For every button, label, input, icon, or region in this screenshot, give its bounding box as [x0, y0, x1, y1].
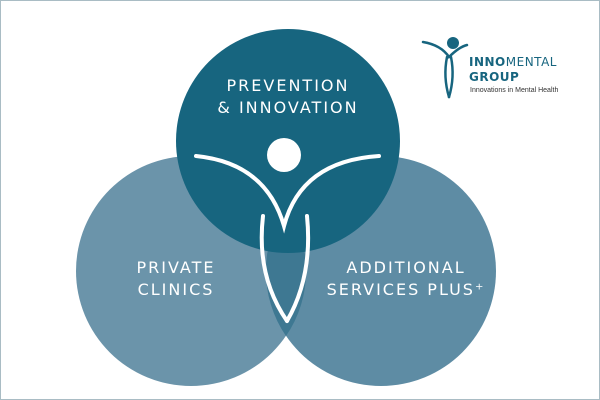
figure-left-leg-icon — [259, 214, 289, 323]
logo-tagline: Innovations in Mental Health — [470, 87, 559, 94]
label-additional: ADDITIONAL — [346, 258, 465, 277]
logo-group: GROUP — [469, 70, 520, 84]
logo-figure-icon — [421, 37, 469, 99]
label-services-plus: SERVICES PLUS⁺ — [327, 280, 486, 299]
innomental-logo: INNOMENTAL GROUP Innovations in Mental H… — [419, 33, 579, 103]
label-private: PRIVATE — [137, 258, 216, 277]
logo-brand-name: INNOMENTAL — [469, 55, 557, 69]
figure-head-icon — [267, 138, 301, 172]
label-prevention: PREVENTION — [227, 76, 350, 95]
label-clinics: CLINICS — [138, 280, 215, 299]
label-innovation: & INNOVATION — [217, 98, 358, 117]
figure-arms-icon — [194, 154, 381, 234]
figure-right-leg-icon — [285, 214, 311, 323]
